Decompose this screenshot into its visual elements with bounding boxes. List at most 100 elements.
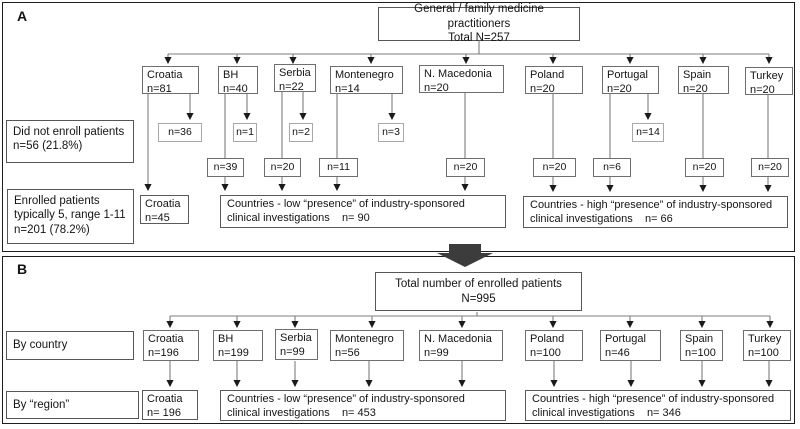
- note-did-not-enroll: Did not enroll patients n=56 (21.8%): [6, 120, 134, 163]
- outcome-line: clinical investigations n= 90: [227, 211, 370, 224]
- node-a-root-line2: Total N=257: [448, 32, 510, 45]
- node-b-outcome-low-presence: Countries - low “presence” of industry-s…: [220, 390, 506, 421]
- node-b-country-turkey: Turkey n=100: [743, 330, 791, 361]
- country-n: n=81: [147, 82, 172, 95]
- country-name: Turkey: [750, 70, 784, 82]
- node-a-enrolled-portugal: n=6: [593, 158, 631, 177]
- country-n: n=20: [530, 82, 555, 95]
- node-a-country-nmacedonia: N. Macedonia n=20: [419, 65, 504, 94]
- country-name: Portugal: [605, 333, 646, 345]
- outcome-line: n=45: [145, 211, 170, 224]
- node-a-enrolled-serbia: n=20: [264, 158, 301, 177]
- country-n: n=56: [335, 346, 360, 359]
- node-a-country-bh: BH n=40: [218, 66, 258, 95]
- node-a-root: General / family medicine practitioners …: [378, 3, 580, 44]
- label-by-country: By country: [6, 331, 134, 360]
- country-name: Portugal: [607, 69, 648, 81]
- country-n: n=14: [335, 82, 360, 95]
- outcome-line: Countries - low “presence” of industry-s…: [227, 198, 465, 210]
- country-n: n=99: [280, 345, 305, 358]
- country-name: N. Macedonia: [424, 333, 492, 345]
- node-b-country-croatia: Croatia n=196: [143, 330, 199, 361]
- country-n: n=22: [279, 80, 304, 93]
- panel-b-label: B: [17, 261, 28, 277]
- country-name: Poland: [530, 333, 565, 345]
- note-line: n=56 (21.8%): [13, 140, 83, 153]
- node-a-enrolled-nmacedonia: n=20: [446, 158, 485, 177]
- outcome-line: n= 196: [147, 406, 181, 419]
- country-name: N. Macedonia: [424, 68, 492, 80]
- node-b-country-nmacedonia: N. Macedonia n=99: [419, 330, 503, 361]
- country-n: n=196: [148, 346, 179, 359]
- country-n: n=20: [424, 81, 449, 94]
- node-b-outcome-high-presence: Countries - high “presence” of industry-…: [525, 390, 791, 421]
- country-n: n=20: [683, 82, 708, 95]
- node-b-country-bh: BH n=199: [213, 330, 263, 361]
- node-a-dropout-serbia: n=2: [289, 123, 313, 142]
- node-b-country-serbia: Serbia n=99: [275, 329, 318, 360]
- outcome-line: clinical investigations n= 453: [227, 406, 376, 419]
- country-n: n=99: [424, 346, 449, 359]
- country-name: Serbia: [280, 332, 312, 344]
- country-name: BH: [218, 333, 234, 345]
- country-n: n=40: [223, 82, 248, 95]
- country-name: Serbia: [279, 67, 311, 79]
- node-a-enrolled-turkey: n=20: [751, 158, 789, 177]
- node-a-enrolled-poland: n=20: [533, 158, 576, 177]
- country-name: Poland: [530, 69, 565, 81]
- outcome-line: Countries - low “presence” of industry-s…: [227, 393, 465, 405]
- node-a-country-croatia: Croatia n=81: [142, 66, 199, 95]
- node-a-dropout-bh: n=1: [233, 123, 257, 142]
- node-a-enrolled-bh: n=39: [207, 158, 244, 177]
- country-name: BH: [223, 69, 239, 81]
- panel-b-frame: [2, 256, 795, 424]
- outcome-line: Countries - high “presence” of industry-…: [532, 393, 775, 405]
- country-name: Montenegro: [335, 69, 394, 81]
- node-a-enrolled-montenegro: n=11: [319, 158, 358, 177]
- node-a-country-spain: Spain n=20: [678, 66, 729, 95]
- panel-a-label: A: [17, 8, 28, 24]
- node-a-country-turkey: Turkey n=20: [745, 67, 793, 96]
- outcome-line: Croatia: [147, 393, 183, 405]
- node-a-outcome-high-presence: Countries - high “presence” of industry-…: [523, 196, 788, 228]
- outcome-line: clinical investigations n= 346: [532, 406, 681, 419]
- country-name: Spain: [685, 333, 714, 345]
- node-a-root-line1: General / family medicine practitioners: [414, 3, 548, 30]
- node-a-country-portugal: Portugal n=20: [602, 66, 659, 95]
- node-b-country-poland: Poland n=100: [525, 330, 583, 361]
- country-n: n=100: [685, 346, 716, 359]
- note-line: typically 5, range 1-11: [14, 209, 126, 222]
- node-a-dropout-croatia: n=36: [158, 123, 202, 142]
- country-n: n=199: [218, 346, 249, 359]
- node-a-country-serbia: Serbia n=22: [274, 64, 316, 93]
- note-line: n=201 (78.2%): [14, 223, 90, 236]
- node-b-country-montenegro: Montenegro n=56: [330, 330, 404, 361]
- note-line: Enrolled patients: [14, 195, 100, 207]
- node-b-root-line2: N=995: [461, 292, 496, 305]
- node-b-outcome-croatia: Croatia n= 196: [142, 390, 198, 420]
- label-by-region: By “region”: [6, 391, 139, 419]
- node-a-dropout-montenegro: n=3: [378, 123, 404, 142]
- node-b-country-portugal: Portugal n=46: [600, 330, 661, 361]
- node-b-root: Total number of enrolled patients N=995: [375, 272, 582, 311]
- node-a-outcome-croatia: Croatia n=45: [140, 195, 189, 224]
- country-n: n=20: [750, 83, 775, 96]
- country-n: n=100: [748, 346, 779, 359]
- note-enrolled: Enrolled patients typically 5, range 1-1…: [7, 189, 134, 244]
- country-name: Turkey: [748, 333, 782, 345]
- panel-a-frame: [2, 2, 795, 252]
- country-name: Spain: [683, 69, 712, 81]
- outcome-line: Croatia: [145, 198, 181, 210]
- country-name: Croatia: [148, 333, 184, 345]
- node-a-enrolled-spain: n=20: [685, 158, 724, 177]
- node-b-root-line1: Total number of enrolled patients: [395, 278, 562, 291]
- country-name: Montenegro: [335, 333, 394, 345]
- node-a-country-poland: Poland n=20: [525, 66, 583, 95]
- country-n: n=20: [607, 82, 632, 95]
- outcome-line: clinical investigations n= 66: [530, 212, 673, 225]
- node-a-dropout-portugal: n=14: [632, 123, 664, 142]
- outcome-line: Countries - high “presence” of industry-…: [530, 199, 773, 211]
- note-line: Did not enroll patients: [13, 126, 125, 138]
- node-b-country-spain: Spain n=100: [680, 330, 723, 361]
